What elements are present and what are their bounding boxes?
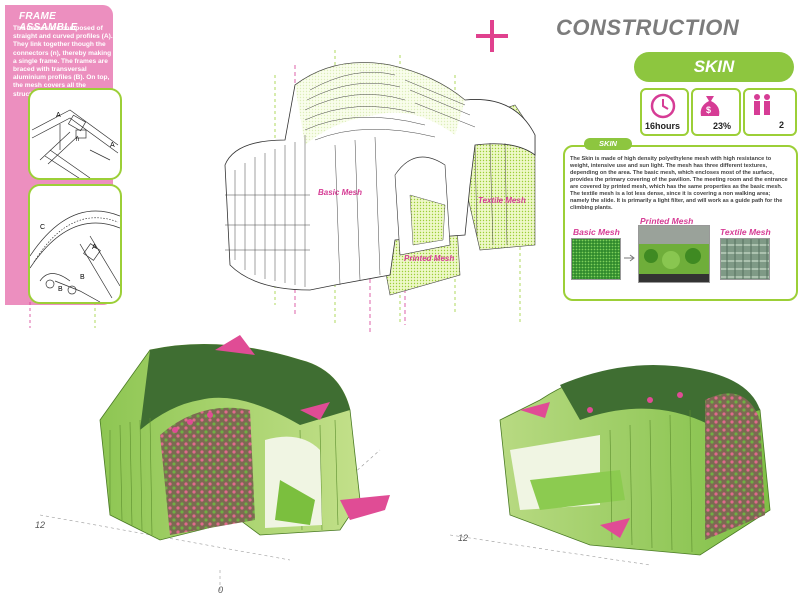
page-title: CONSTRUCTION [556,15,740,40]
svg-text:$: $ [706,105,711,115]
mesh-label-printed: Printed Mesh [640,216,694,226]
drawing-label-basic-mesh: Basic Mesh [318,188,363,197]
guide-lines-left [29,302,96,328]
people-icon [754,94,770,115]
dimension-label-left-12: 12 [35,520,46,530]
frame-brace-detail-svg [30,210,120,302]
detail-label-b: B [80,274,85,281]
basic-mesh-swatch [571,238,621,280]
skin-panel-description: The Skin is made of high density polyeth… [570,156,788,211]
textile-mesh-swatch [720,238,770,280]
detail-label-a2: A [110,142,115,149]
connector-detail-drawing: A n A [28,88,122,180]
mesh-label-basic: Basic Mesh [573,227,620,237]
stat-time: 16hours [640,88,689,136]
pavilion-wireframe-drawing [224,50,536,335]
money-bag-icon: $ [700,96,720,116]
section-title-skin: SKIN [634,52,794,82]
detail-label-a: A [56,112,61,119]
stat-people: 2 [743,88,797,136]
stat-time-label: 16hours [645,121,681,131]
stat-cost-label: 23% [713,121,732,131]
pavilion-render-left [40,335,390,592]
stat-people-label: 2 [779,120,785,130]
dimension-label-left-0: 0 [218,585,224,595]
mesh-label-textile: Textile Mesh [720,227,771,237]
detail-label-b2: B [58,286,63,293]
connector-detail-svg [31,109,119,178]
frame-brace-detail-drawing: C A B B [28,184,122,304]
detail-label-c: C [40,224,46,231]
frame-assemble-title: FRAME ASSAMBLE [19,11,78,33]
arrow-right-icon [624,254,635,262]
skin-panel-tab: SKIN [584,138,632,150]
detail-label-a3: A [92,244,97,251]
plus-icon [476,20,508,52]
pavilion-render-right [450,365,771,566]
drawing-label-printed-mesh: Printed Mesh [404,254,455,263]
clock-icon [650,93,676,119]
stat-cost: $ 23% [691,88,741,136]
printed-mesh-photo [638,225,710,283]
dimension-label-right-12: 12 [458,533,469,543]
drawing-label-textile-mesh: Textile Mesh [478,196,526,205]
detail-label-n: n [76,137,80,143]
